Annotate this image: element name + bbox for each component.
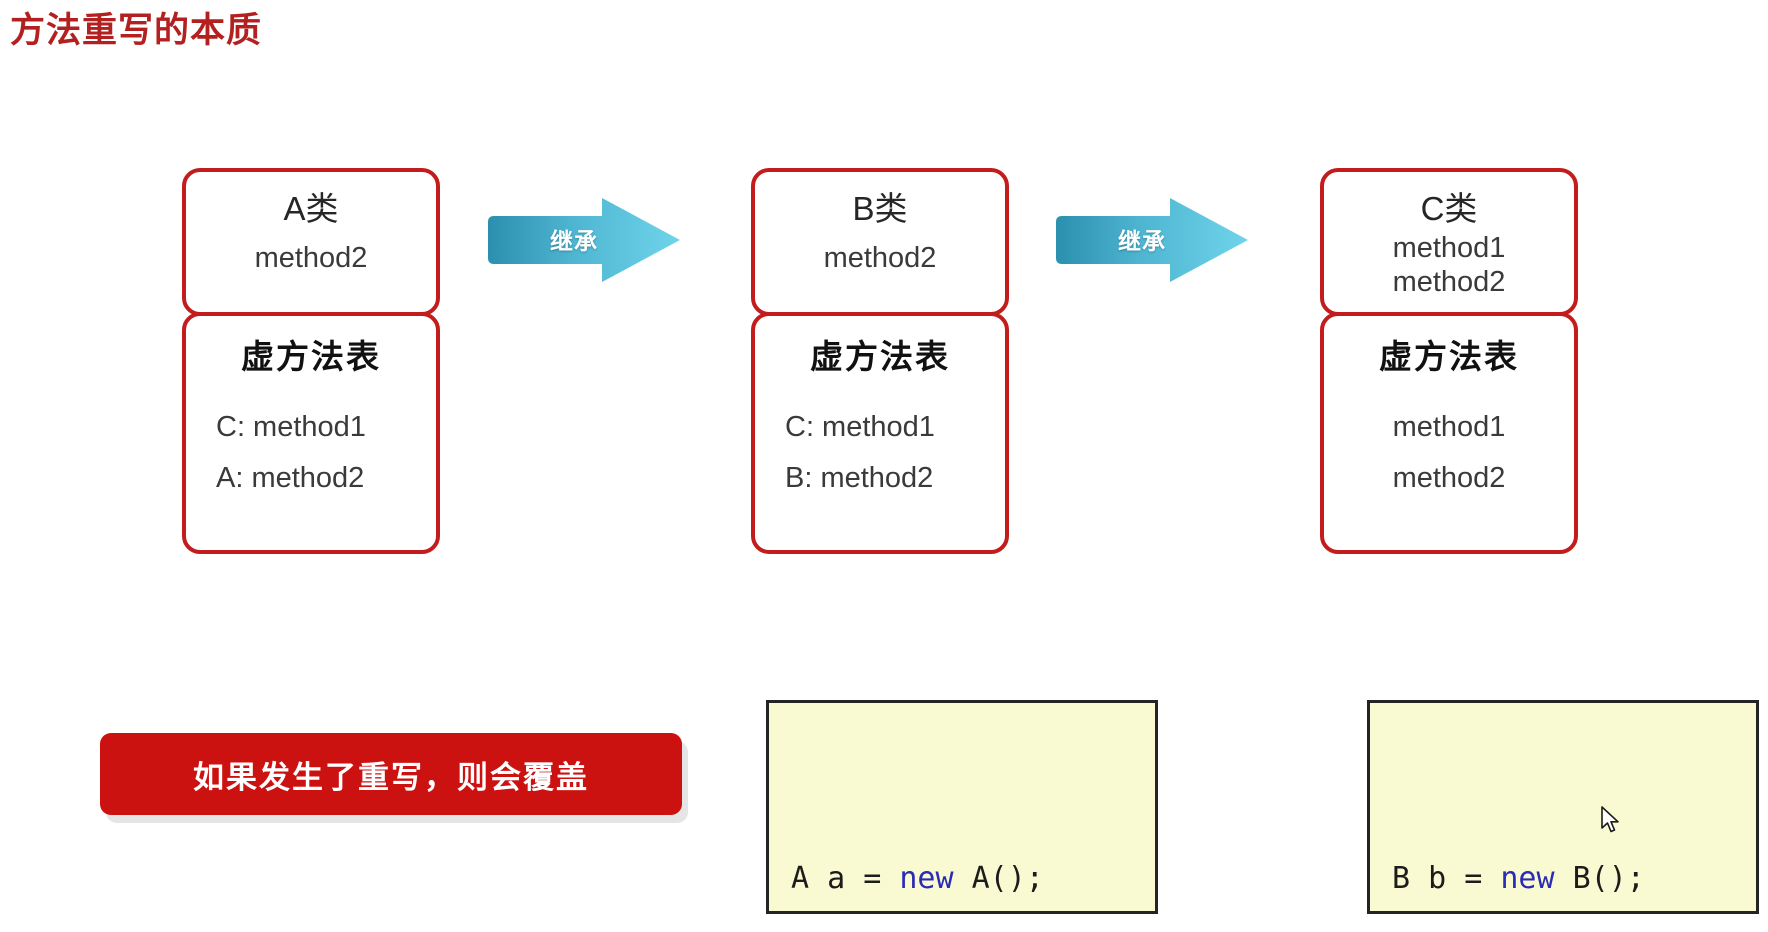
override-callout-text: 如果发生了重写，则会覆盖 [193, 759, 589, 795]
class-name-b: B类 [852, 190, 908, 227]
code-line: B b = new B(); [1392, 849, 1734, 909]
inheritance-arrow-icon [488, 198, 680, 282]
vtable-entry: C: method1 [216, 411, 366, 443]
class-column-c: C类 method1 method2 虚方法表 method1 method2 [1320, 168, 1578, 554]
class-methods-a: method2 [186, 241, 436, 275]
class-method-item: method2 [1392, 266, 1506, 299]
vtable-entry: B: method2 [785, 461, 934, 494]
vtable-entry: C: method1 [785, 411, 935, 443]
class-method-item: method2 [823, 242, 937, 275]
class-name-c: C类 [1420, 190, 1478, 227]
code-block-b: B b = new B(); b.method1(); b.method2(); [1367, 700, 1759, 914]
arrow-a-to-b: 继承 [484, 196, 684, 284]
vtable-entry: method2 [1392, 461, 1506, 494]
vtable-box-c: 虚方法表 method1 method2 [1320, 312, 1578, 554]
inheritance-arrow-icon [1056, 198, 1248, 282]
vtable-entries-a: C: method1 A: method2 [186, 402, 436, 504]
code-token: A(); [953, 861, 1044, 896]
class-column-b: B类 method2 虚方法表 C: method1 B: method2 [751, 168, 1009, 554]
vtable-box-b: 虚方法表 C: method1 B: method2 [751, 312, 1009, 554]
arrow-b-to-c: 继承 [1052, 196, 1252, 284]
code-token: A a = [791, 861, 900, 896]
code-token: B b = [1392, 861, 1501, 896]
page-title: 方法重写的本质 [10, 11, 263, 50]
class-methods-c: method1 method2 [1324, 231, 1574, 299]
class-methods-b: method2 [755, 241, 1005, 275]
vtable-title-c: 虚方法表 [1379, 338, 1519, 375]
vtable-entry: method1 [1392, 411, 1506, 443]
vtable-entry: A: method2 [216, 461, 365, 494]
vtable-entries-c: method1 method2 [1324, 402, 1574, 504]
class-column-a: A类 method2 虚方法表 C: method1 A: method2 [182, 168, 440, 554]
vtable-title-b: 虚方法表 [810, 338, 950, 375]
class-method-item: method1 [1392, 232, 1506, 265]
vtable-box-a: 虚方法表 C: method1 A: method2 [182, 312, 440, 554]
code-block-a: A a = new A(); a.method1(); a.method2(); [766, 700, 1158, 914]
code-keyword-new: new [899, 861, 954, 896]
class-method-item: method2 [254, 242, 368, 275]
class-box-b: B类 method2 [751, 168, 1009, 316]
class-box-a: A类 method2 [182, 168, 440, 316]
vtable-title-a: 虚方法表 [241, 338, 381, 375]
code-token: B(); [1554, 861, 1645, 896]
class-box-c: C类 method1 method2 [1320, 168, 1578, 316]
code-keyword-new: new [1500, 861, 1555, 896]
code-line: A a = new A(); [791, 849, 1133, 909]
override-callout-banner: 如果发生了重写，则会覆盖 [100, 733, 682, 815]
vtable-entries-b: C: method1 B: method2 [755, 402, 1005, 504]
class-name-a: A类 [283, 190, 339, 227]
